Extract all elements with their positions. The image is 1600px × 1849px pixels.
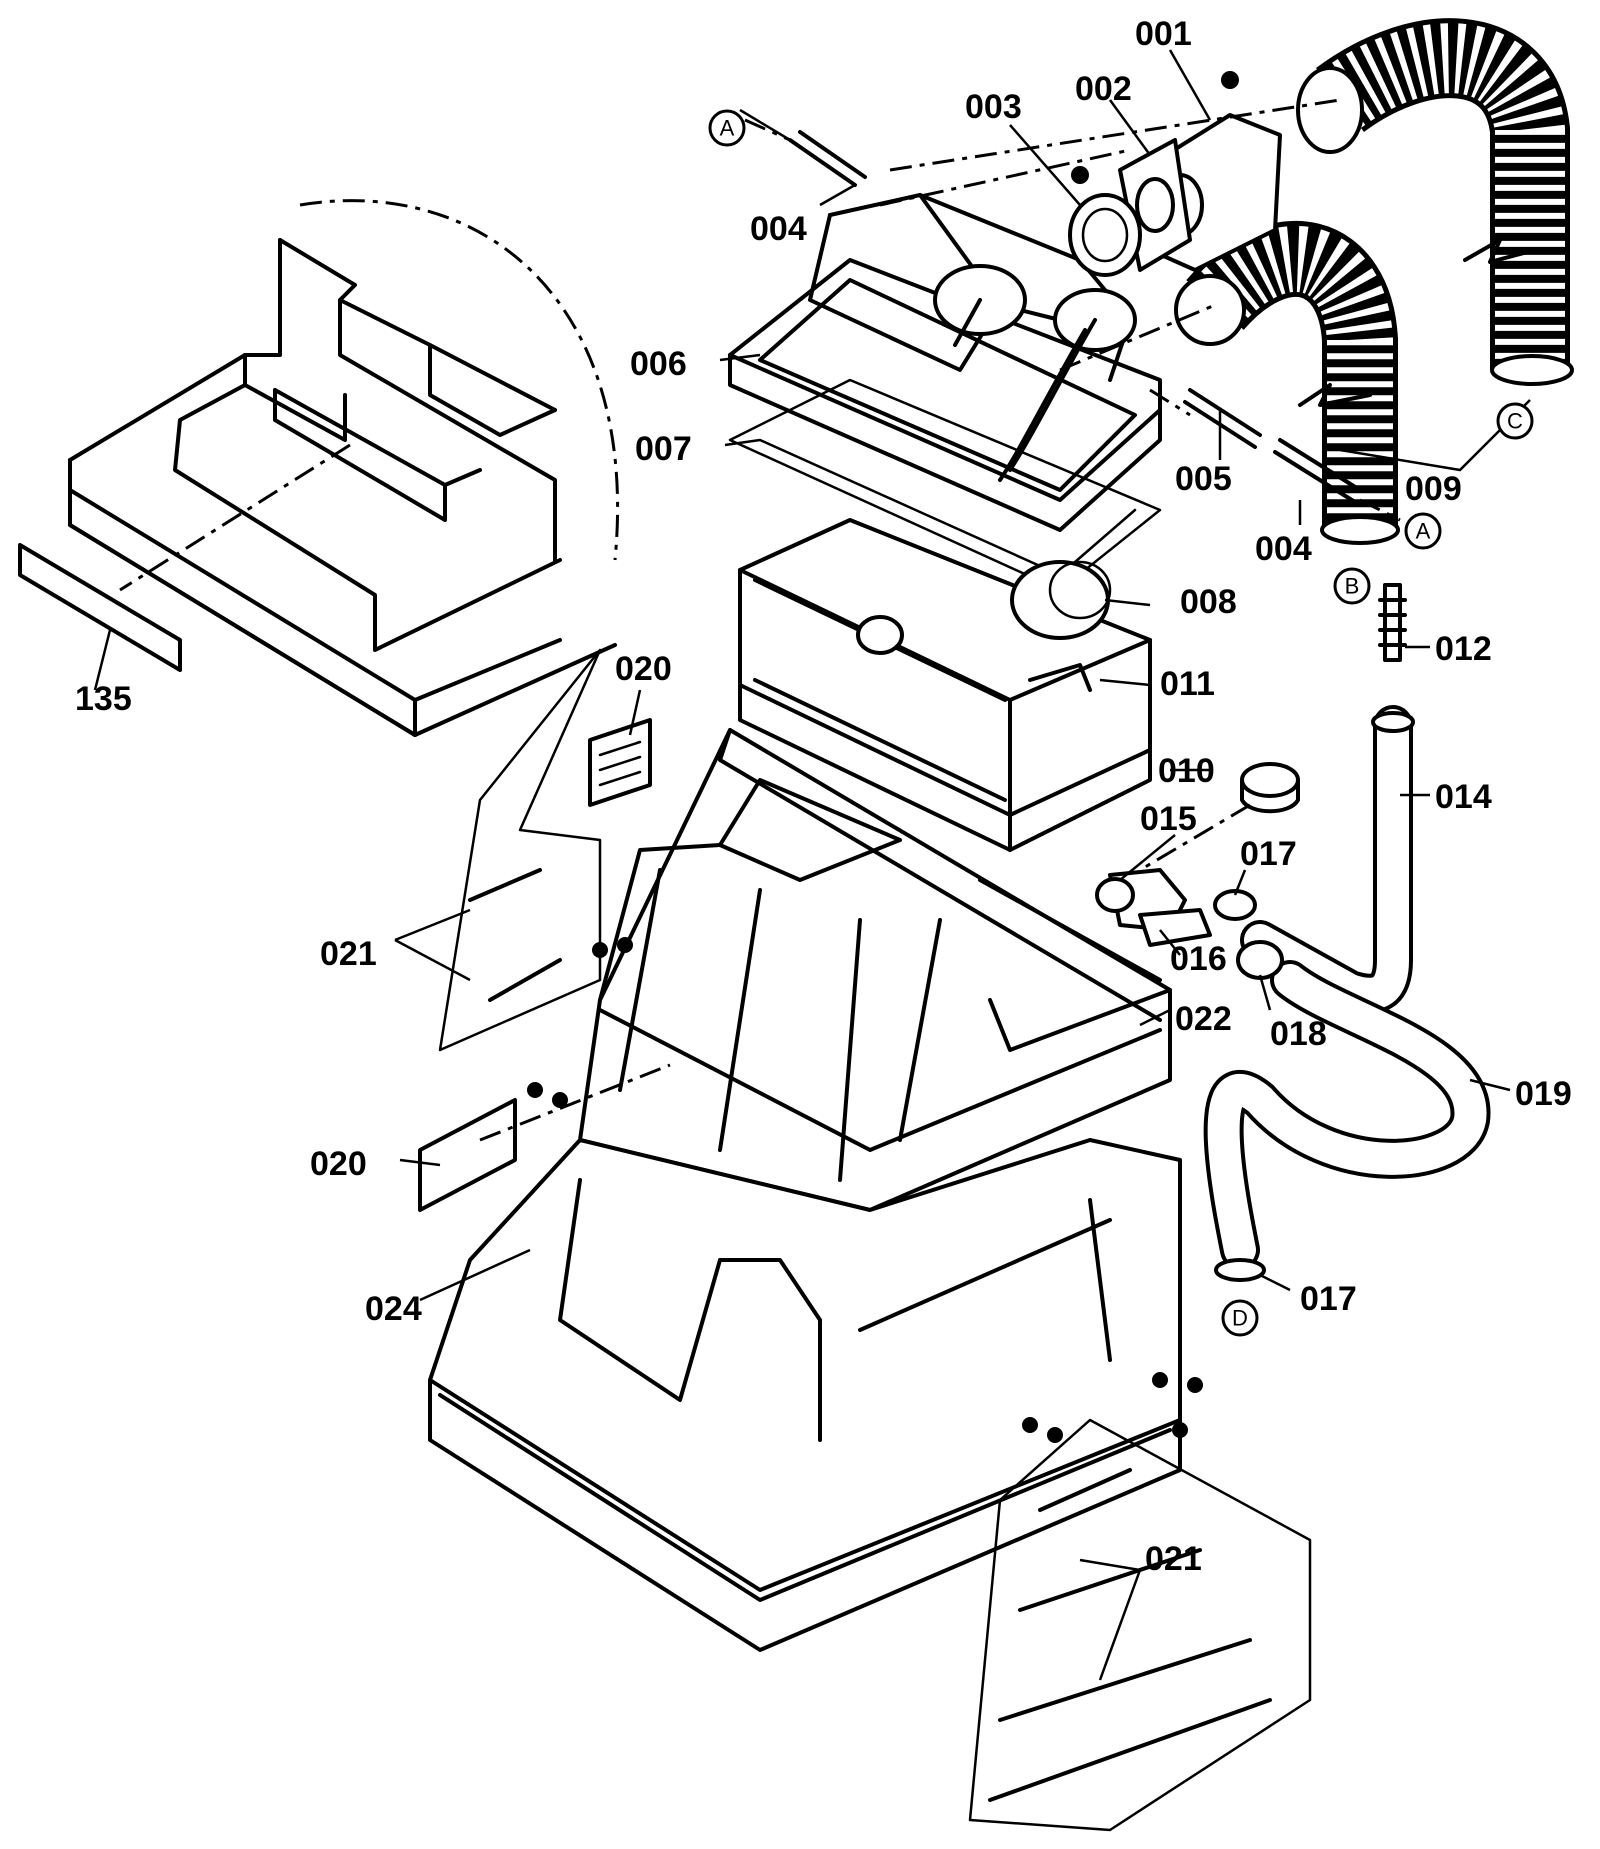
connector-d: D bbox=[1221, 1299, 1259, 1337]
cap-010 bbox=[1240, 762, 1300, 798]
recovery-tank-011 bbox=[738, 518, 1152, 852]
vacuum-head-assembly bbox=[728, 98, 1401, 592]
fitting-012 bbox=[1383, 583, 1402, 662]
clamp-018 bbox=[1236, 940, 1284, 980]
gasket-007 bbox=[728, 378, 1162, 592]
label-007: 007 bbox=[635, 430, 692, 468]
connector-a-right: A bbox=[1404, 512, 1442, 550]
label-016: 016 bbox=[1170, 940, 1227, 978]
label-021-right: 021 bbox=[1145, 1540, 1202, 1578]
leader-135 bbox=[93, 629, 112, 691]
label-019: 019 bbox=[1515, 1075, 1572, 1113]
svg-text:A: A bbox=[1416, 519, 1431, 544]
svg-text:A: A bbox=[720, 116, 735, 141]
svg-text:B: B bbox=[1345, 574, 1360, 599]
label-005: 005 bbox=[1175, 460, 1232, 498]
label-011: 011 bbox=[1160, 665, 1215, 703]
label-024: 024 bbox=[365, 1290, 422, 1328]
gasket-003 bbox=[1068, 193, 1142, 277]
label-004-top: 004 bbox=[750, 210, 807, 248]
label-012: 012 bbox=[1435, 630, 1492, 668]
clamp-017-lower bbox=[1214, 1258, 1266, 1282]
fasteners bbox=[527, 71, 1239, 1443]
svg-text:D: D bbox=[1232, 1306, 1248, 1331]
side-panel-021-left bbox=[438, 648, 602, 1052]
connector-c: C bbox=[1496, 402, 1534, 440]
detail-leader-dash bbox=[119, 443, 351, 592]
connector-b: B bbox=[1333, 567, 1371, 605]
connector-a-top: A bbox=[708, 109, 746, 147]
label-010: 010 bbox=[1158, 752, 1215, 790]
label-135: 135 bbox=[75, 680, 132, 718]
label-020-upper: 020 bbox=[615, 650, 672, 688]
filter-008 bbox=[1010, 560, 1110, 640]
decal-020-lower bbox=[418, 1098, 517, 1212]
label-003: 003 bbox=[965, 88, 1022, 126]
hose-assembly-009 bbox=[1174, 18, 1574, 545]
label-015: 015 bbox=[1140, 800, 1197, 838]
side-panel-021-right bbox=[968, 1418, 1312, 1832]
label-017-upper: 017 bbox=[1240, 835, 1297, 873]
label-001: 001 bbox=[1135, 15, 1192, 53]
label-002: 002 bbox=[1075, 70, 1132, 108]
detail-view-135: 135 bbox=[18, 199, 620, 737]
label-009: 009 bbox=[1405, 470, 1462, 508]
decal-135 bbox=[18, 543, 182, 672]
label-008: 008 bbox=[1180, 583, 1237, 621]
leader-lines bbox=[394, 49, 1511, 1681]
label-014: 014 bbox=[1435, 778, 1492, 816]
label-022: 022 bbox=[1175, 1000, 1232, 1038]
detail-circle-arc bbox=[299, 199, 620, 561]
plumbing-assembly bbox=[1095, 583, 1491, 1282]
label-017-lower: 017 bbox=[1300, 1280, 1357, 1318]
clamp-017-upper bbox=[1213, 889, 1257, 921]
label-018: 018 bbox=[1270, 1015, 1327, 1053]
svg-text:C: C bbox=[1507, 409, 1523, 434]
label-004-right: 004 bbox=[1255, 530, 1312, 568]
label-020-lower: 020 bbox=[310, 1145, 367, 1183]
main-body-assembly bbox=[428, 728, 1182, 1652]
detail-panel-drawing bbox=[68, 238, 617, 737]
fitting-016 bbox=[1138, 908, 1212, 947]
label-021-left: 021 bbox=[320, 935, 377, 973]
label-006: 006 bbox=[630, 345, 687, 383]
